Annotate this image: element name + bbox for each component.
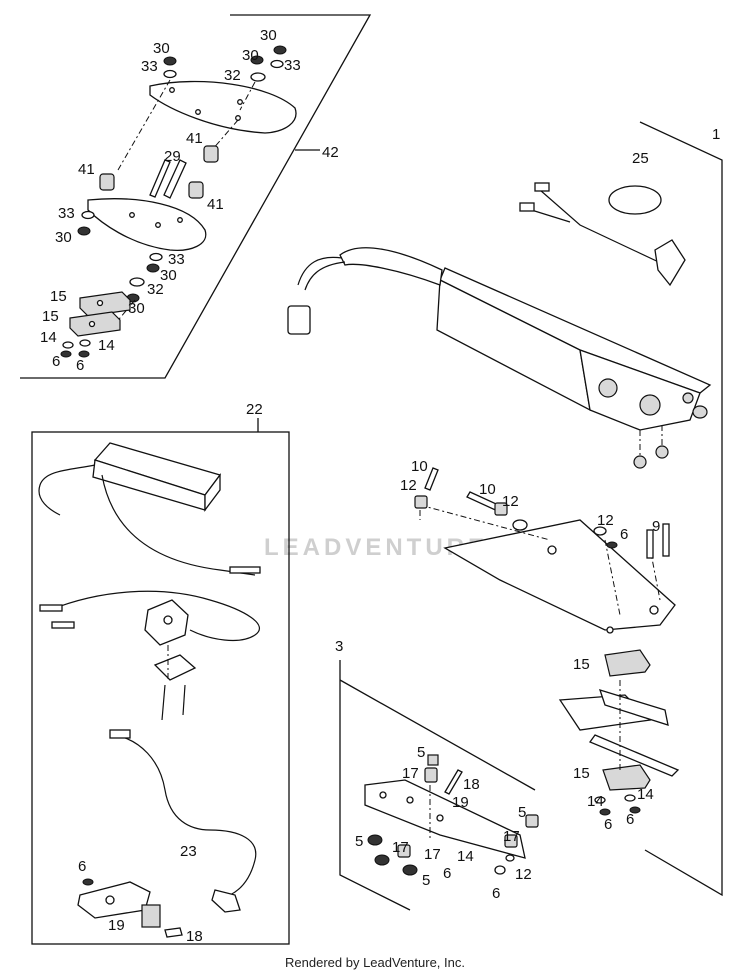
bottom-mounting-plate xyxy=(87,198,207,251)
callout-41: 41 xyxy=(78,161,95,178)
callout-17: 17 xyxy=(402,765,419,782)
callout-17: 17 xyxy=(392,839,409,856)
callout-5: 5 xyxy=(518,804,526,821)
callout-3: 3 xyxy=(335,638,343,655)
display-module xyxy=(38,442,261,576)
sensor-bracket-3 xyxy=(364,754,539,876)
callout-14: 14 xyxy=(637,786,654,803)
callout-33: 33 xyxy=(168,251,185,268)
assembly-22-frame xyxy=(31,418,290,945)
top-mounting-plate xyxy=(149,80,297,134)
assembly-42-frame xyxy=(20,14,372,379)
callout-17: 17 xyxy=(503,828,520,845)
callout-18: 18 xyxy=(463,776,480,793)
callout-42: 42 xyxy=(322,144,339,161)
callout-30: 30 xyxy=(160,267,177,284)
callout-32: 32 xyxy=(224,67,241,84)
callout-18: 18 xyxy=(186,928,203,945)
callout-labels: 30 30 33 30 32 33 42 41 29 41 41 33 30 3… xyxy=(40,27,720,945)
callout-41: 41 xyxy=(186,130,203,147)
callout-19: 19 xyxy=(452,794,469,811)
callout-12: 12 xyxy=(502,493,519,510)
callout-33: 33 xyxy=(141,58,158,75)
main-housing-1 xyxy=(287,247,712,469)
callout-15: 15 xyxy=(42,308,59,325)
callout-41: 41 xyxy=(207,196,224,213)
callout-15: 15 xyxy=(573,765,590,782)
callout-10: 10 xyxy=(411,458,428,475)
footer-credit: Rendered by LeadVenture, Inc. xyxy=(285,955,465,970)
callout-12: 12 xyxy=(597,512,614,529)
callout-29: 29 xyxy=(164,148,181,165)
screws-10-12 xyxy=(414,467,528,531)
assembly-3-frame xyxy=(339,660,536,911)
sensor-cable-23 xyxy=(77,729,257,938)
callout-5: 5 xyxy=(417,744,425,761)
callout-6: 6 xyxy=(443,865,451,882)
callout-5: 5 xyxy=(422,872,430,889)
callout-30: 30 xyxy=(153,40,170,57)
callout-6: 6 xyxy=(52,353,60,370)
callout-12: 12 xyxy=(400,477,417,494)
callout-33: 33 xyxy=(58,205,75,222)
callout-33: 33 xyxy=(284,57,301,74)
callout-6: 6 xyxy=(604,816,612,833)
callout-25: 25 xyxy=(632,150,649,167)
callout-15: 15 xyxy=(573,656,590,673)
callout-30: 30 xyxy=(242,47,259,64)
callout-14: 14 xyxy=(457,848,474,865)
handlebar-clamp-assembly xyxy=(558,649,680,816)
callout-30: 30 xyxy=(55,229,72,246)
callout-19: 19 xyxy=(108,917,125,934)
clamp-blocks-top xyxy=(60,291,131,358)
callout-15: 15 xyxy=(50,288,67,305)
top-hardware xyxy=(163,45,287,82)
wiring-harness-25 xyxy=(519,182,686,287)
callout-6: 6 xyxy=(492,885,500,902)
callout-6: 6 xyxy=(626,811,634,828)
callout-6: 6 xyxy=(76,357,84,374)
callout-9: 9 xyxy=(652,518,660,535)
callout-14: 14 xyxy=(40,329,57,346)
callout-32: 32 xyxy=(147,281,164,298)
callout-6: 6 xyxy=(620,526,628,543)
callout-30: 30 xyxy=(128,300,145,317)
assembly-1-frame xyxy=(639,121,723,897)
callout-6: 6 xyxy=(78,858,86,875)
callout-23: 23 xyxy=(180,843,197,860)
callout-14: 14 xyxy=(587,793,604,810)
callout-1: 1 xyxy=(712,126,720,143)
callout-10: 10 xyxy=(479,481,496,498)
callout-30: 30 xyxy=(260,27,277,44)
callout-14: 14 xyxy=(98,337,115,354)
switch-module xyxy=(39,590,261,721)
callout-22: 22 xyxy=(246,401,263,418)
bolts-and-spacers xyxy=(99,79,256,199)
mounting-bracket-plate xyxy=(419,504,676,634)
callout-12: 12 xyxy=(515,866,532,883)
callout-5: 5 xyxy=(355,833,363,850)
callout-17: 17 xyxy=(424,846,441,863)
